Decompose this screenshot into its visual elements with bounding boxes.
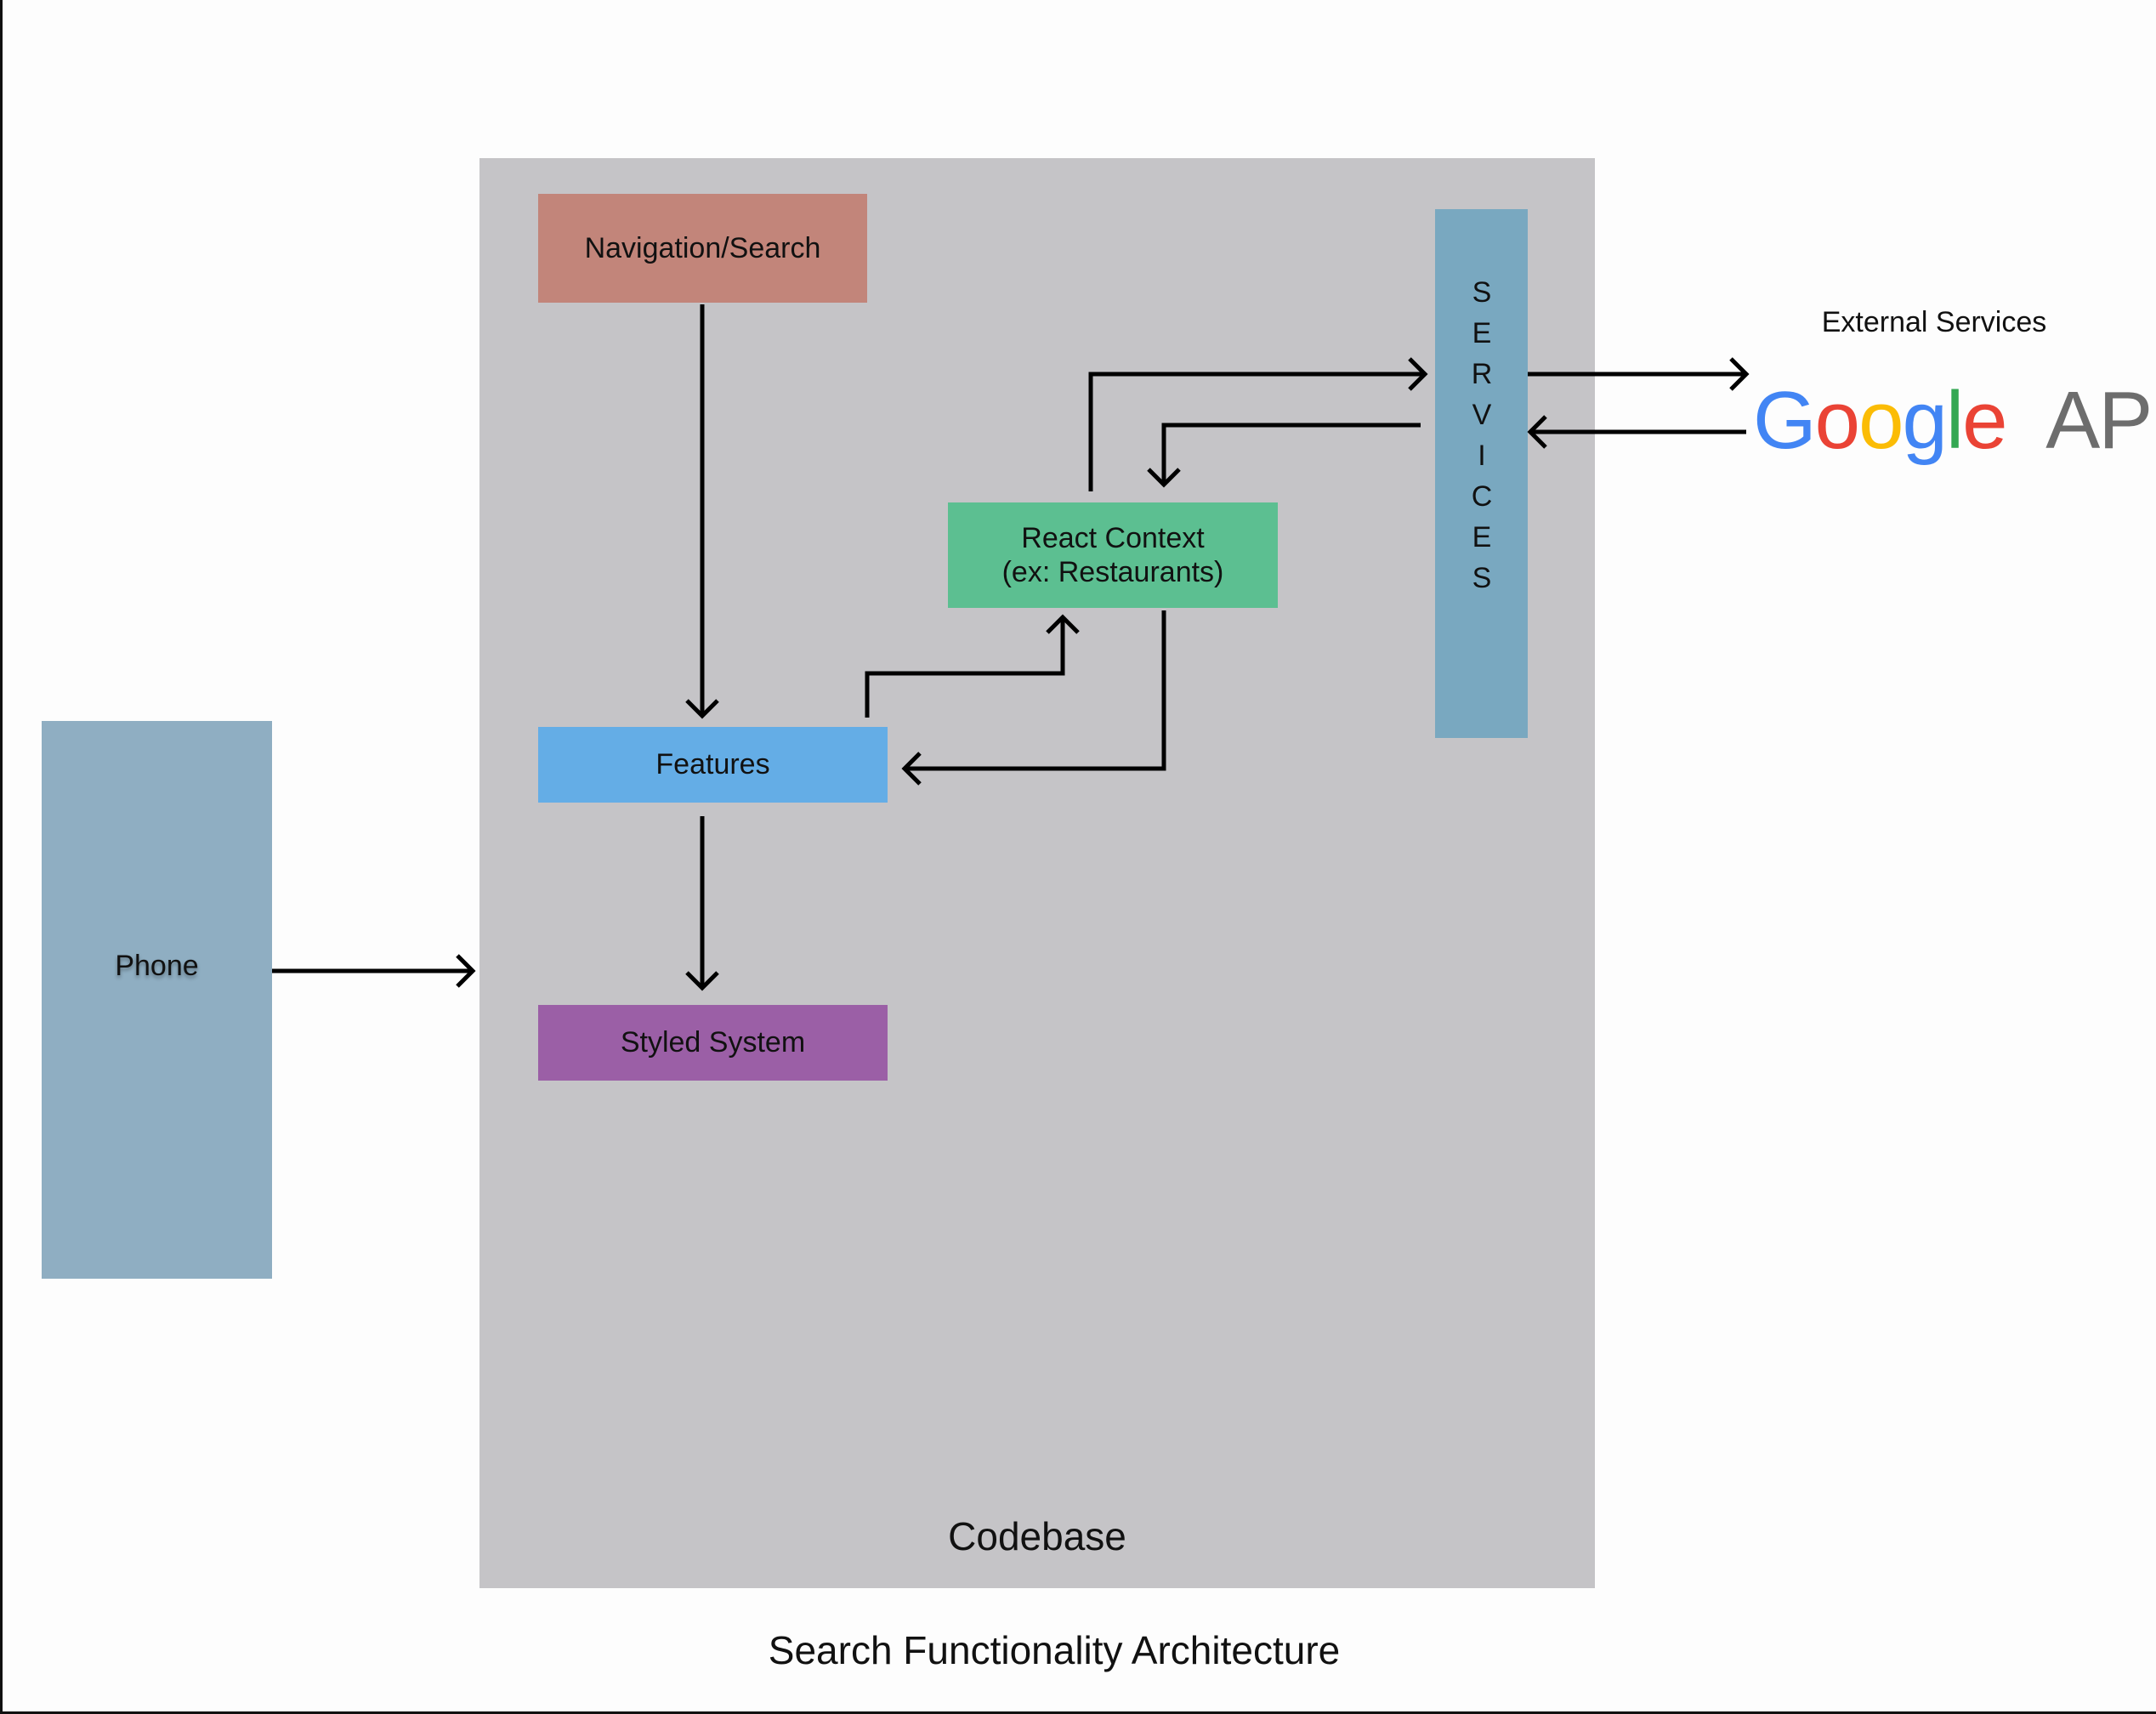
apis-label: APIs bbox=[2045, 375, 2156, 466]
react-context-node: React Context (ex: Restaurants) bbox=[948, 502, 1278, 608]
google-logo-letter: o bbox=[1858, 375, 1904, 466]
google-logo-letter: e bbox=[1962, 375, 2007, 466]
navigation-search-label: Navigation/Search bbox=[584, 231, 821, 264]
arrow-services-to-google-apis bbox=[1528, 357, 1750, 391]
google-logo-letter: l bbox=[1945, 375, 1964, 466]
codebase-label: Codebase bbox=[948, 1514, 1126, 1558]
features-label: Features bbox=[655, 748, 770, 780]
services-label: SERVICES bbox=[1466, 276, 1498, 603]
external-services-label: External Services bbox=[1821, 306, 2047, 338]
arrow-react-context-to-features bbox=[901, 610, 1166, 786]
codebase-container: Codebase bbox=[479, 158, 1595, 1588]
navigation-search-node: Navigation/Search bbox=[538, 194, 867, 303]
styled-system-node: Styled System bbox=[538, 1005, 888, 1081]
arrow-navigation-to-features bbox=[685, 304, 719, 719]
phone-node: Phone bbox=[42, 721, 272, 1279]
arrow-features-to-react-context bbox=[865, 614, 1080, 718]
features-node: Features bbox=[538, 727, 888, 803]
phone-label: Phone bbox=[115, 949, 199, 982]
google-logo-letter: G bbox=[1753, 375, 1817, 466]
react-context-example: (ex: Restaurants) bbox=[1001, 556, 1224, 588]
react-context-label: React Context bbox=[1021, 522, 1205, 554]
google-logo-letter: g bbox=[1902, 375, 1947, 466]
arrow-services-to-react-context bbox=[1147, 423, 1421, 488]
diagram-title: Search Functionality Architecture bbox=[768, 1628, 1341, 1672]
arrow-react-context-to-services bbox=[1088, 357, 1428, 491]
services-node: SERVICES bbox=[1435, 209, 1528, 738]
google-logo-letter: o bbox=[1814, 375, 1860, 466]
styled-system-label: Styled System bbox=[620, 1026, 806, 1058]
arrow-phone-to-codebase bbox=[272, 954, 476, 988]
arrow-google-apis-to-services bbox=[1527, 415, 1746, 449]
arrow-features-to-styled-system bbox=[685, 816, 719, 991]
google-apis-logo: Google APIs bbox=[1753, 374, 2156, 468]
